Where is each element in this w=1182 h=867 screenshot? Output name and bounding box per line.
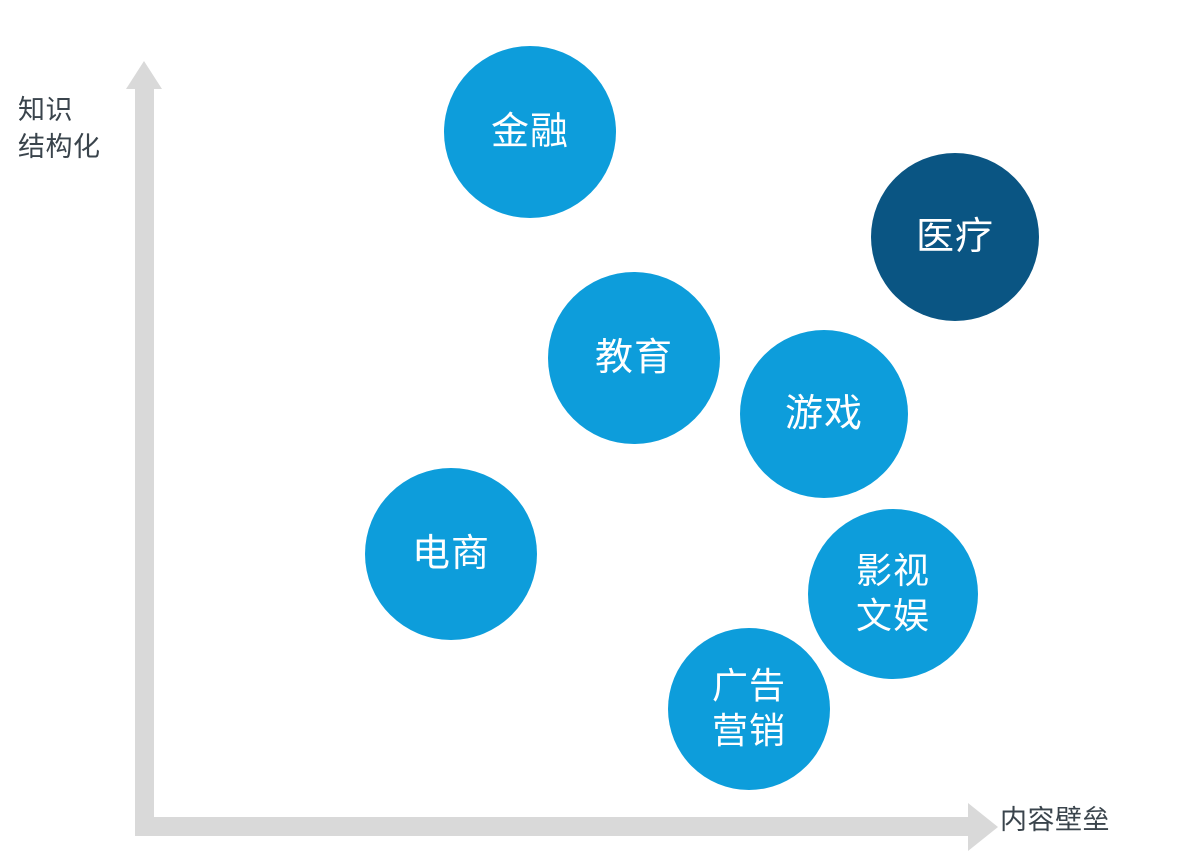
bubble-5[interactable]: 电商: [365, 468, 537, 640]
bubble-label: 游戏: [784, 392, 863, 435]
bubble-label: 电商: [411, 532, 490, 575]
bubble-6[interactable]: 影视 文娱: [808, 509, 978, 679]
y-axis-arrowhead-icon: [126, 61, 162, 89]
bubble-label: 影视 文娱: [855, 550, 930, 636]
bubble-7[interactable]: 广告 营销: [668, 628, 830, 790]
bubble-label: 医疗: [915, 215, 994, 258]
x-axis-label: 内容壁垒: [1000, 805, 1110, 835]
bubble-4[interactable]: 游戏: [740, 330, 908, 498]
bubble-label: 教育: [594, 336, 673, 379]
bubble-1[interactable]: 金融: [444, 46, 616, 218]
bubble-3[interactable]: 教育: [548, 272, 720, 444]
bubble-label: 广告 营销: [711, 665, 786, 751]
x-axis-line: [135, 817, 970, 836]
x-axis-arrowhead-icon: [968, 802, 998, 851]
y-axis-label: 知识 结构化: [18, 95, 101, 163]
bubble-label: 金融: [490, 110, 569, 153]
y-axis-line: [135, 86, 154, 836]
bubble-2[interactable]: 医疗: [871, 153, 1039, 321]
